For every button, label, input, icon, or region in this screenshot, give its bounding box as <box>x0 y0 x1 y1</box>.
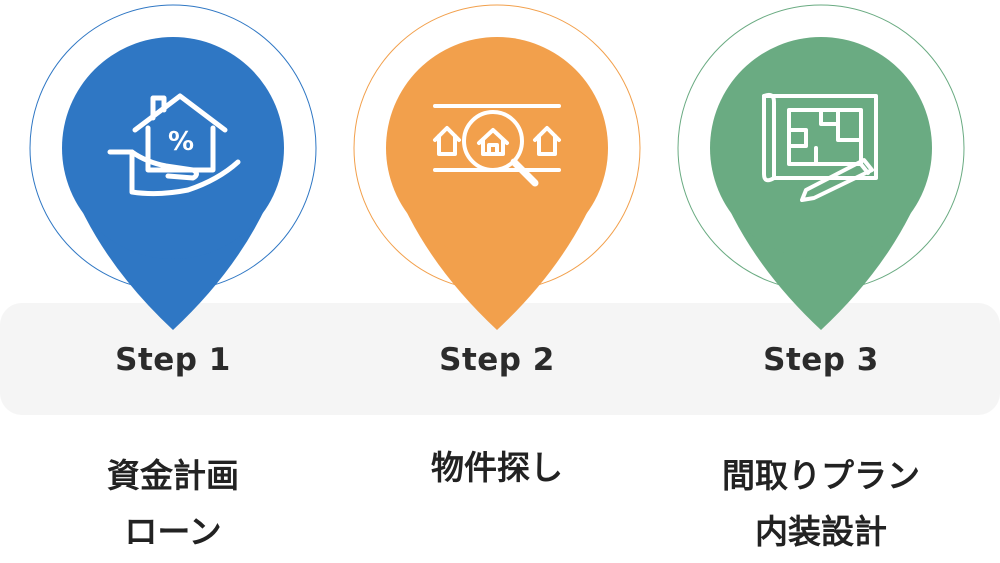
step-1-pin: % <box>29 4 317 330</box>
step-3: Step 3 間取りプラン 内装設計 <box>656 0 986 563</box>
step-2-pin <box>353 4 641 330</box>
step-2-line-1: 物件探し <box>431 448 563 487</box>
step-1-line-1: 資金計画 <box>107 456 239 495</box>
step-1-label: Step 1 <box>115 342 231 378</box>
step-2-description: 物件探し <box>332 440 662 496</box>
step-3-line-2: 内装設計 <box>755 512 887 551</box>
step-3-line-1: 間取りプラン <box>722 456 920 495</box>
floor-plan-pencil-icon <box>762 92 878 202</box>
step-3-pin-circle <box>710 37 932 259</box>
step-2-label: Step 2 <box>439 342 555 378</box>
step-3-description: 間取りプラン 内装設計 <box>656 448 986 560</box>
step-3-pin <box>677 4 965 330</box>
step-1: % Step 1 資金計画 ローン <box>8 0 338 563</box>
step-3-label: Step 3 <box>763 342 879 378</box>
step-1-pin-circle <box>62 37 284 259</box>
step-1-description: 資金計画 ローン <box>8 448 338 560</box>
percent-glyph: % <box>168 127 194 157</box>
magnifier-house-icon <box>433 104 561 187</box>
step-2: Step 2 物件探し <box>332 0 662 563</box>
step-1-line-2: ローン <box>124 512 222 551</box>
house-hand-percent-icon: % <box>107 93 241 197</box>
